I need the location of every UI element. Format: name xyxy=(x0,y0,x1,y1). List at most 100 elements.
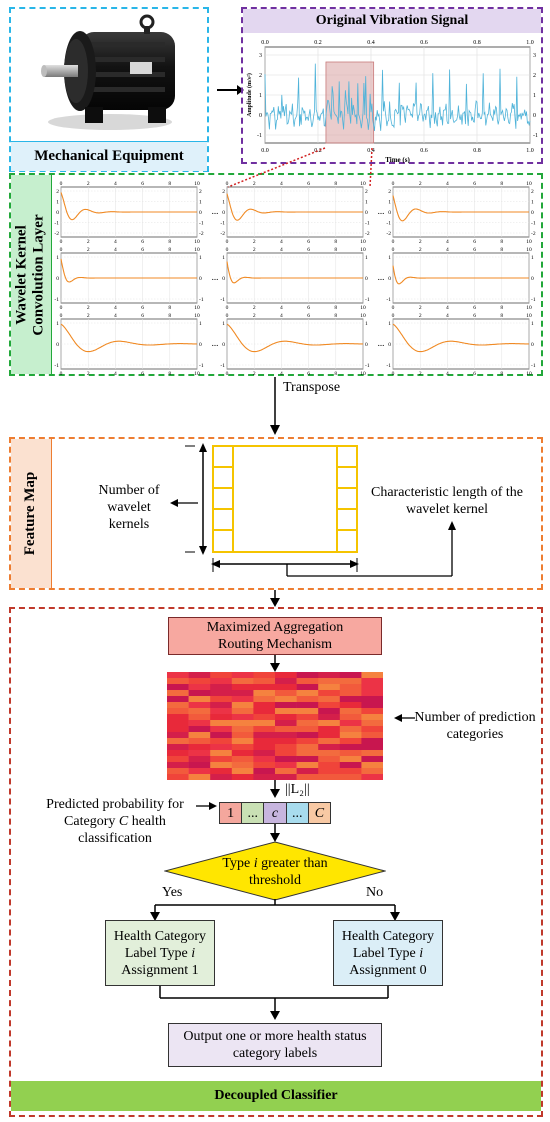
heatmap-cell xyxy=(361,726,383,733)
wavelet-x-tick: 8 xyxy=(334,371,337,375)
heatmap-cell xyxy=(253,702,276,709)
wavelet-x-tick: 2 xyxy=(419,371,422,375)
wavelet-x-tick-top: 0 xyxy=(60,313,63,319)
wavelet-y-tick: -1 xyxy=(54,221,59,227)
arrow-transpose xyxy=(270,377,280,435)
wavelet-y-tick: 0 xyxy=(56,276,59,282)
wavelet-x-tick-top: 4 xyxy=(114,313,117,319)
wavelet-ellipsis: ... xyxy=(212,206,219,216)
wavelet-x-tick: 8 xyxy=(500,371,503,375)
wavelet-kernel-curve xyxy=(60,192,197,221)
heatmap-cell xyxy=(253,696,276,703)
wavelet-x-tick: 10 xyxy=(526,371,532,375)
heatmap-cell xyxy=(296,744,319,751)
heatmap-cell xyxy=(188,732,211,739)
signal-x-tick-top: 0.2 xyxy=(314,40,322,46)
heatmap-cell xyxy=(318,732,341,739)
wavelet-x-tick-top: 0 xyxy=(392,247,395,253)
heatmap-cell xyxy=(167,720,189,727)
wavelet-y-tick-right: -2 xyxy=(365,231,370,237)
mechanical-equipment-label: Mechanical Equipment xyxy=(11,141,207,171)
heatmap-cell xyxy=(339,750,362,757)
heatmap-cell xyxy=(361,774,383,780)
wavelet-kernel-curve xyxy=(226,323,364,353)
signal-series-line xyxy=(264,63,531,132)
heatmap-cell xyxy=(253,720,276,727)
wavelet-y-tick-right: 1 xyxy=(199,200,202,206)
wavelet-ellipsis: ... xyxy=(378,338,385,348)
heatmap-cell xyxy=(361,702,383,709)
heatmap-cell xyxy=(167,774,189,780)
heatmap-cell xyxy=(167,690,189,697)
heatmap-cell xyxy=(318,744,341,751)
heatmap-cell xyxy=(361,756,383,763)
heatmap-cell xyxy=(361,672,383,679)
heatmap-cell xyxy=(275,720,297,727)
wavelet-x-tick: 10 xyxy=(360,371,366,375)
heatmap-cell xyxy=(296,750,319,757)
wavelet-x-tick-top: 8 xyxy=(500,247,503,253)
heatmap-cell xyxy=(296,762,319,769)
heatmap-cell xyxy=(275,672,297,679)
wavelet-y-tick: 0 xyxy=(56,210,59,216)
signal-x-tick: 1.0 xyxy=(526,148,534,154)
wavelet-kernel-curve xyxy=(226,261,363,284)
heatmap-cell xyxy=(188,738,211,745)
heatmap-cell xyxy=(188,684,211,691)
signal-x-tick-top: 0.6 xyxy=(420,40,428,46)
wavelet-x-tick: 6 xyxy=(307,305,310,311)
wavelet-x-tick-top: 8 xyxy=(500,181,503,187)
routing-mechanism-box: Maximized Aggregation Routing Mechanism xyxy=(168,617,382,655)
signal-x-tick: 0.2 xyxy=(314,148,322,154)
wavelet-y-tick: -1 xyxy=(54,363,59,369)
wavelet-x-tick-top: 4 xyxy=(446,181,449,187)
signal-x-tick-top: 0.8 xyxy=(473,40,481,46)
signal-y-tick-right: 0 xyxy=(533,113,536,119)
heatmap-cell xyxy=(361,714,383,721)
wavelet-x-tick-top: 6 xyxy=(141,313,144,319)
wavelet-x-tick-top: 4 xyxy=(280,313,283,319)
heatmap-cell xyxy=(339,708,362,715)
decision-line1: Type i greater than xyxy=(222,856,328,871)
heatmap-cell xyxy=(253,678,276,685)
heatmap-cell xyxy=(253,762,276,769)
wavelet-y-tick: 2 xyxy=(388,189,391,195)
wavelet-y-tick: 1 xyxy=(388,200,391,206)
heatmap-cell xyxy=(318,774,341,780)
heatmap-cell xyxy=(231,726,254,733)
wavelet-kernel-curve xyxy=(392,323,530,353)
wavelet-x-tick: 8 xyxy=(334,305,337,311)
heatmap-cell xyxy=(231,738,254,745)
heatmap-cell xyxy=(167,678,189,685)
heatmap-cell xyxy=(275,690,297,697)
heatmap-cell xyxy=(318,720,341,727)
heatmap-cell xyxy=(167,684,189,691)
signal-y-tick: 1 xyxy=(259,93,262,99)
heatmap-cell xyxy=(361,732,383,739)
signal-y-tick-right: 1 xyxy=(533,93,536,99)
heatmap-cell xyxy=(253,690,276,697)
heatmap-cell xyxy=(167,738,189,745)
signal-y-tick-right: -1 xyxy=(533,133,538,139)
signal-x-axis-label: Time (s) xyxy=(385,156,410,163)
wavelet-y-tick-right: 0 xyxy=(531,210,534,216)
wavelet-x-tick: 8 xyxy=(168,239,171,245)
wavelet-x-tick: 6 xyxy=(141,371,144,375)
heatmap-cell xyxy=(275,774,297,780)
feature-map-title-box xyxy=(11,439,52,588)
signal-x-tick-top: 0.0 xyxy=(261,40,269,46)
heatmap-cell xyxy=(339,684,362,691)
wavelet-x-tick: 0 xyxy=(392,239,395,245)
wavelet-x-tick: 0 xyxy=(60,239,63,245)
routing-mechanism-text: Maximized Aggregation Routing Mechanism xyxy=(206,620,344,652)
heatmap-cell xyxy=(361,744,383,751)
wavelet-x-tick-top: 10 xyxy=(526,313,532,319)
wavelet-x-tick: 2 xyxy=(87,371,90,375)
transpose-text: Transpose xyxy=(283,380,341,395)
classifier-panel xyxy=(9,607,543,1117)
wavelet-title-line2: Convolution Layer xyxy=(31,213,48,336)
yes-label: Yes xyxy=(162,885,183,900)
heatmap-cell xyxy=(275,750,297,757)
wavelet-x-tick: 8 xyxy=(168,305,171,311)
heatmap-cell xyxy=(296,696,319,703)
